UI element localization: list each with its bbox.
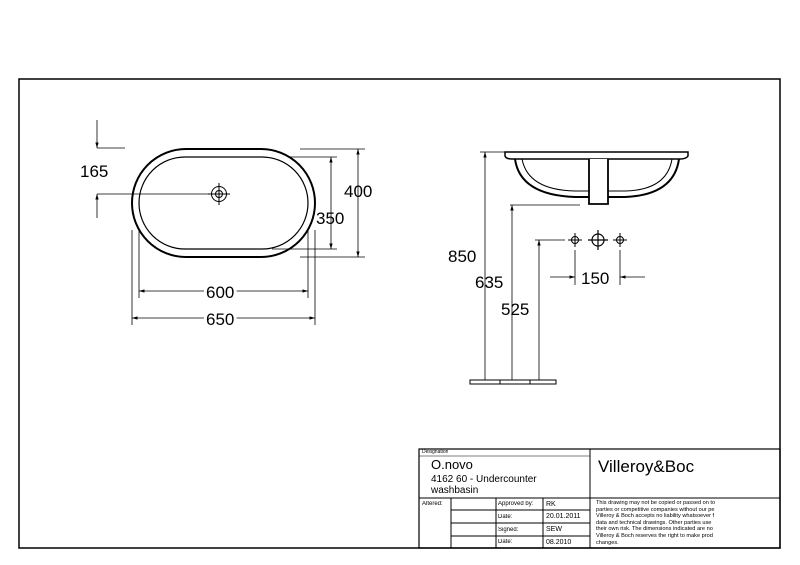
floor-marker bbox=[469, 379, 501, 385]
dim-850-label: 850 bbox=[448, 247, 476, 266]
altered-label: Altered: bbox=[422, 501, 443, 507]
designation-label: Designation bbox=[422, 449, 449, 455]
disclaimer-text: This drawing may not be copied or passed… bbox=[596, 500, 778, 547]
dim-150-label: 150 bbox=[581, 269, 609, 288]
dim-350-label: 350 bbox=[316, 209, 344, 228]
approved-value: RK bbox=[546, 501, 556, 508]
company-name: Villeroy&Boc bbox=[598, 457, 695, 476]
disclaimer-line: Villeroy & Boch reserves the right to ma… bbox=[596, 532, 713, 539]
floor-marker bbox=[529, 379, 557, 385]
dim-400-label: 400 bbox=[344, 182, 372, 201]
side-view bbox=[469, 151, 689, 385]
basin-inner-outline bbox=[138, 156, 309, 250]
drawing-frame bbox=[18, 78, 781, 549]
product-code-line2: washbasin bbox=[431, 485, 479, 496]
disclaimer-line: parties or competitive companies without… bbox=[596, 506, 715, 513]
drain-stem bbox=[588, 159, 609, 205]
tap-connection-icon bbox=[588, 230, 608, 250]
floor-marker bbox=[499, 379, 531, 385]
title-block-grid bbox=[418, 448, 781, 549]
dim-650-label: 650 bbox=[206, 310, 234, 329]
basin-outer-outline bbox=[131, 148, 316, 258]
file-date-value: 08.2010 bbox=[546, 539, 572, 546]
date-value: 20.01.2011 bbox=[546, 513, 581, 520]
basin-bowl-section bbox=[514, 158, 680, 198]
disclaimer-line: changes. bbox=[596, 539, 619, 546]
dim-525-label: 525 bbox=[501, 300, 529, 319]
dim-600-label: 600 bbox=[206, 283, 234, 302]
plan-view bbox=[95, 120, 365, 325]
file-date-label: Date: bbox=[498, 539, 513, 545]
disclaimer-line: This drawing may not be copied or passed… bbox=[596, 500, 716, 506]
disclaimer-line: their own risk. The dimensions indicated… bbox=[596, 526, 713, 533]
product-name: O.novo bbox=[431, 457, 473, 472]
approved-label: Approved by: bbox=[498, 501, 534, 507]
drain-icon bbox=[208, 183, 230, 205]
basin-rim bbox=[504, 151, 689, 160]
tap-connection-icon bbox=[568, 233, 582, 247]
dim-165-label: 165 bbox=[80, 162, 108, 181]
signed-label: Signed: bbox=[498, 527, 519, 533]
tap-connection-icon bbox=[613, 233, 627, 247]
dim-635-label: 635 bbox=[475, 273, 503, 292]
product-code-line1: 4162 60 - Undercounter bbox=[431, 474, 537, 485]
disclaimer-line: data and technical drawings. Other parti… bbox=[596, 519, 712, 526]
signed-value: SEW bbox=[546, 526, 562, 533]
date-label: Date: bbox=[498, 514, 513, 520]
disclaimer-line: Villeroy & Boch accepts no liability wha… bbox=[596, 513, 715, 520]
